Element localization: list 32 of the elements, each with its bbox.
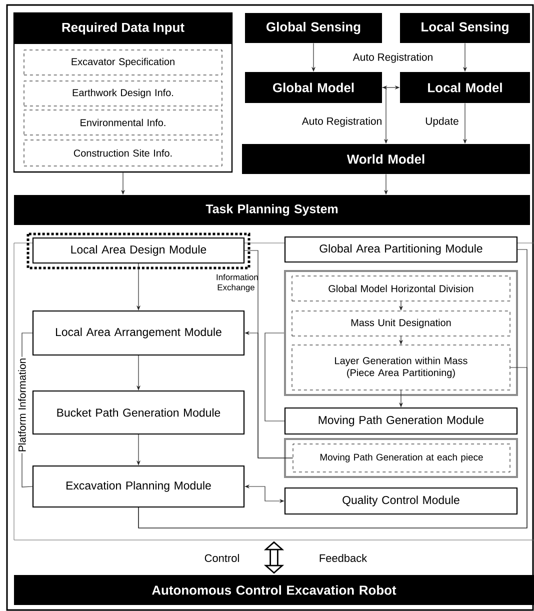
sensing-box: Local Sensing xyxy=(400,13,530,43)
connector-line xyxy=(138,367,528,528)
module-box: Bucket Path Generation Module xyxy=(32,390,245,435)
sensing-box: Global Sensing xyxy=(245,13,382,43)
model-box: Local Model xyxy=(400,72,530,103)
step-box: Global Model Horizontal Division xyxy=(292,276,510,302)
step-box: Mass Unit Designation xyxy=(292,310,510,336)
note-label: Feedback xyxy=(318,552,368,564)
system-bar: Task Planning System xyxy=(14,195,530,225)
module-box: Global Area Partitioning Module xyxy=(284,236,518,263)
module-box: Excavation Planning Module xyxy=(32,465,245,508)
module-box: Local Area Design Module xyxy=(26,232,250,270)
note-label: Control xyxy=(203,552,241,564)
edge-label: Auto Registration xyxy=(300,116,384,128)
input-item: Construction Site Info. xyxy=(24,140,222,166)
edge-label: Platform Information xyxy=(17,356,27,454)
model-box: Global Model xyxy=(245,72,382,103)
connector-line xyxy=(264,332,285,422)
edge-label: Update xyxy=(424,116,460,128)
step-box: Layer Generation within Mass (Piece Area Partitioning) xyxy=(292,344,510,390)
note-label: Information Exchange xyxy=(215,272,258,294)
module-box: Moving Path Generation Module xyxy=(284,407,518,435)
input-item: Excavator Specification xyxy=(24,50,222,76)
double-arrow xyxy=(264,541,284,574)
step-box: Moving Path Generation at each piece xyxy=(292,444,510,472)
model-box: World Model xyxy=(242,144,530,174)
robot-bar: Autonomous Control Excavation Robot xyxy=(14,575,534,605)
module-box: Quality Control Module xyxy=(284,487,518,515)
module-box: Local Area Arrangement Module xyxy=(32,310,245,356)
note-label: Auto Registration xyxy=(352,52,434,64)
input-item: Environmental Info. xyxy=(24,110,222,136)
input-item: Earthwork Design Info. xyxy=(24,80,222,106)
